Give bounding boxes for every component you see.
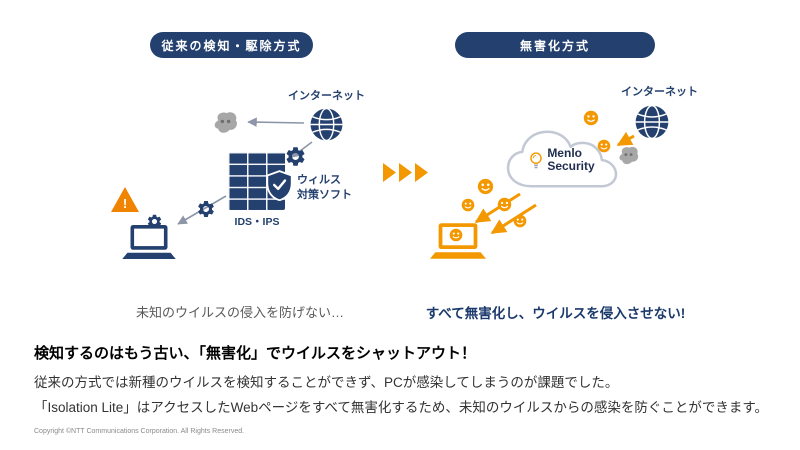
description-line1: 従来の方式では新種のウイルスを検知することができず、PCが感染してしまうのが課題… <box>34 375 619 390</box>
gear-virus-icon <box>284 145 307 168</box>
right-caption: すべて無害化し、ウイルスを侵入させない! <box>425 306 686 321</box>
sanitized-smiley-icon <box>449 228 463 242</box>
internet-label-right: インターネット <box>621 86 698 98</box>
sanitized-smiley-icon <box>513 214 527 228</box>
antivirus-label-line1: ウィルス <box>297 174 341 186</box>
virus-blob-icon <box>617 145 640 166</box>
gear-virus-icon <box>146 213 163 230</box>
description-heading: 検知するのはもう古い、「無害化」でウイルスをシャットアウト！ <box>34 345 477 362</box>
internet-label-left: インターネット <box>288 90 365 102</box>
badge-traditional-method: 従来の検知・駆除方式 <box>150 32 313 58</box>
menlo-logo-line1: Menlo <box>547 146 582 160</box>
transition-arrow-icon <box>399 163 412 182</box>
menlo-logo-line2: Security <box>547 159 595 174</box>
copyright-notice: Copyright ©NTT Communications Corporatio… <box>34 428 245 435</box>
sanitized-smiley-icon <box>497 197 512 212</box>
antivirus-shield-icon <box>266 170 293 201</box>
transition-arrow-icon <box>415 163 428 182</box>
warning-triangle-icon: ! <box>111 187 139 212</box>
globe-icon-left <box>308 106 345 143</box>
antivirus-label-line2: 対策ソフト <box>297 188 352 201</box>
description-line2: 「Isolation Lite」はアクセスしたWebページをすべて無害化するため… <box>34 400 769 415</box>
sanitized-smiley-icon <box>477 178 494 195</box>
virus-blob-icon <box>212 110 239 135</box>
antivirus-software-label: ウィルス 対策ソフト <box>297 173 352 203</box>
ids-ips-label: IDS・IPS <box>234 216 280 228</box>
badge-traditional-label: 従来の検知・駆除方式 <box>161 38 302 53</box>
transition-arrow-icon <box>383 163 396 182</box>
menlo-security-cloud: Menlo Security <box>504 126 620 196</box>
left-caption: 未知のウイルスの侵入を防げない… <box>135 305 344 320</box>
sanitized-smiley-icon <box>583 110 599 126</box>
warning-exclamation: ! <box>122 196 128 211</box>
badge-sanitization-method: 無害化方式 <box>455 32 655 58</box>
globe-icon-right <box>633 103 671 141</box>
lightbulb-icon <box>529 151 543 170</box>
sanitized-smiley-icon <box>461 198 475 212</box>
gear-virus-icon <box>196 199 216 219</box>
menlo-security-logo: Menlo Security <box>504 146 620 174</box>
badge-sanitization-label: 無害化方式 <box>519 38 590 53</box>
